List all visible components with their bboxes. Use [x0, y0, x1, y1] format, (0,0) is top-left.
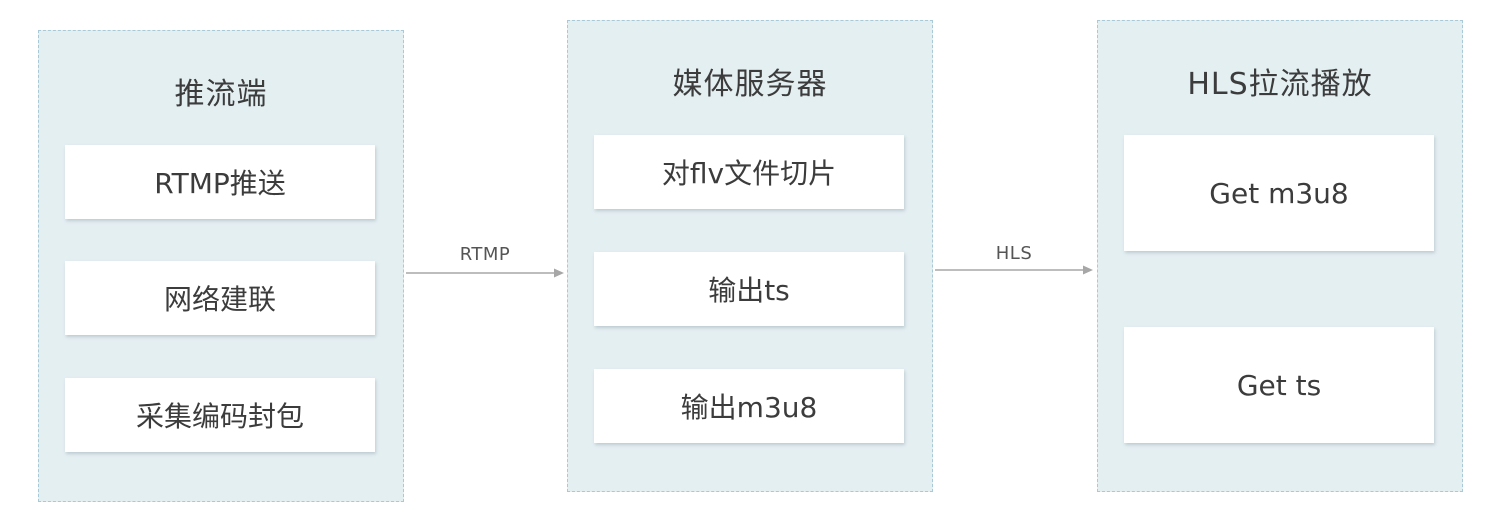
step-get-m3u8: Get m3u8 — [1124, 135, 1434, 251]
arrow-label-hls: HLS — [995, 243, 1033, 264]
play-panel: HLS拉流播放 Get m3u8 Get ts — [1097, 20, 1463, 492]
arrow-label-rtmp: RTMP — [459, 244, 511, 265]
step-output-ts: 输出ts — [594, 252, 904, 326]
step-get-ts: Get ts — [1124, 327, 1434, 443]
push-panel: 推流端 RTMP推送 网络建联 采集编码封包 — [38, 30, 404, 502]
push-panel-title: 推流端 — [174, 77, 268, 112]
step-flv-slicing: 对flv文件切片 — [594, 135, 904, 209]
server-panel: 媒体服务器 对flv文件切片 输出ts 输出m3u8 — [567, 20, 933, 492]
arrow-server-to-play — [935, 265, 1093, 275]
arrow-push-to-server — [406, 268, 564, 278]
step-rtmp-push: RTMP推送 — [65, 145, 375, 219]
step-output-m3u8: 输出m3u8 — [594, 369, 904, 443]
step-capture-encode-package: 采集编码封包 — [65, 378, 375, 452]
play-panel-title: HLS拉流播放 — [1187, 67, 1373, 102]
server-panel-title: 媒体服务器 — [672, 67, 828, 102]
step-network-connect: 网络建联 — [65, 261, 375, 335]
